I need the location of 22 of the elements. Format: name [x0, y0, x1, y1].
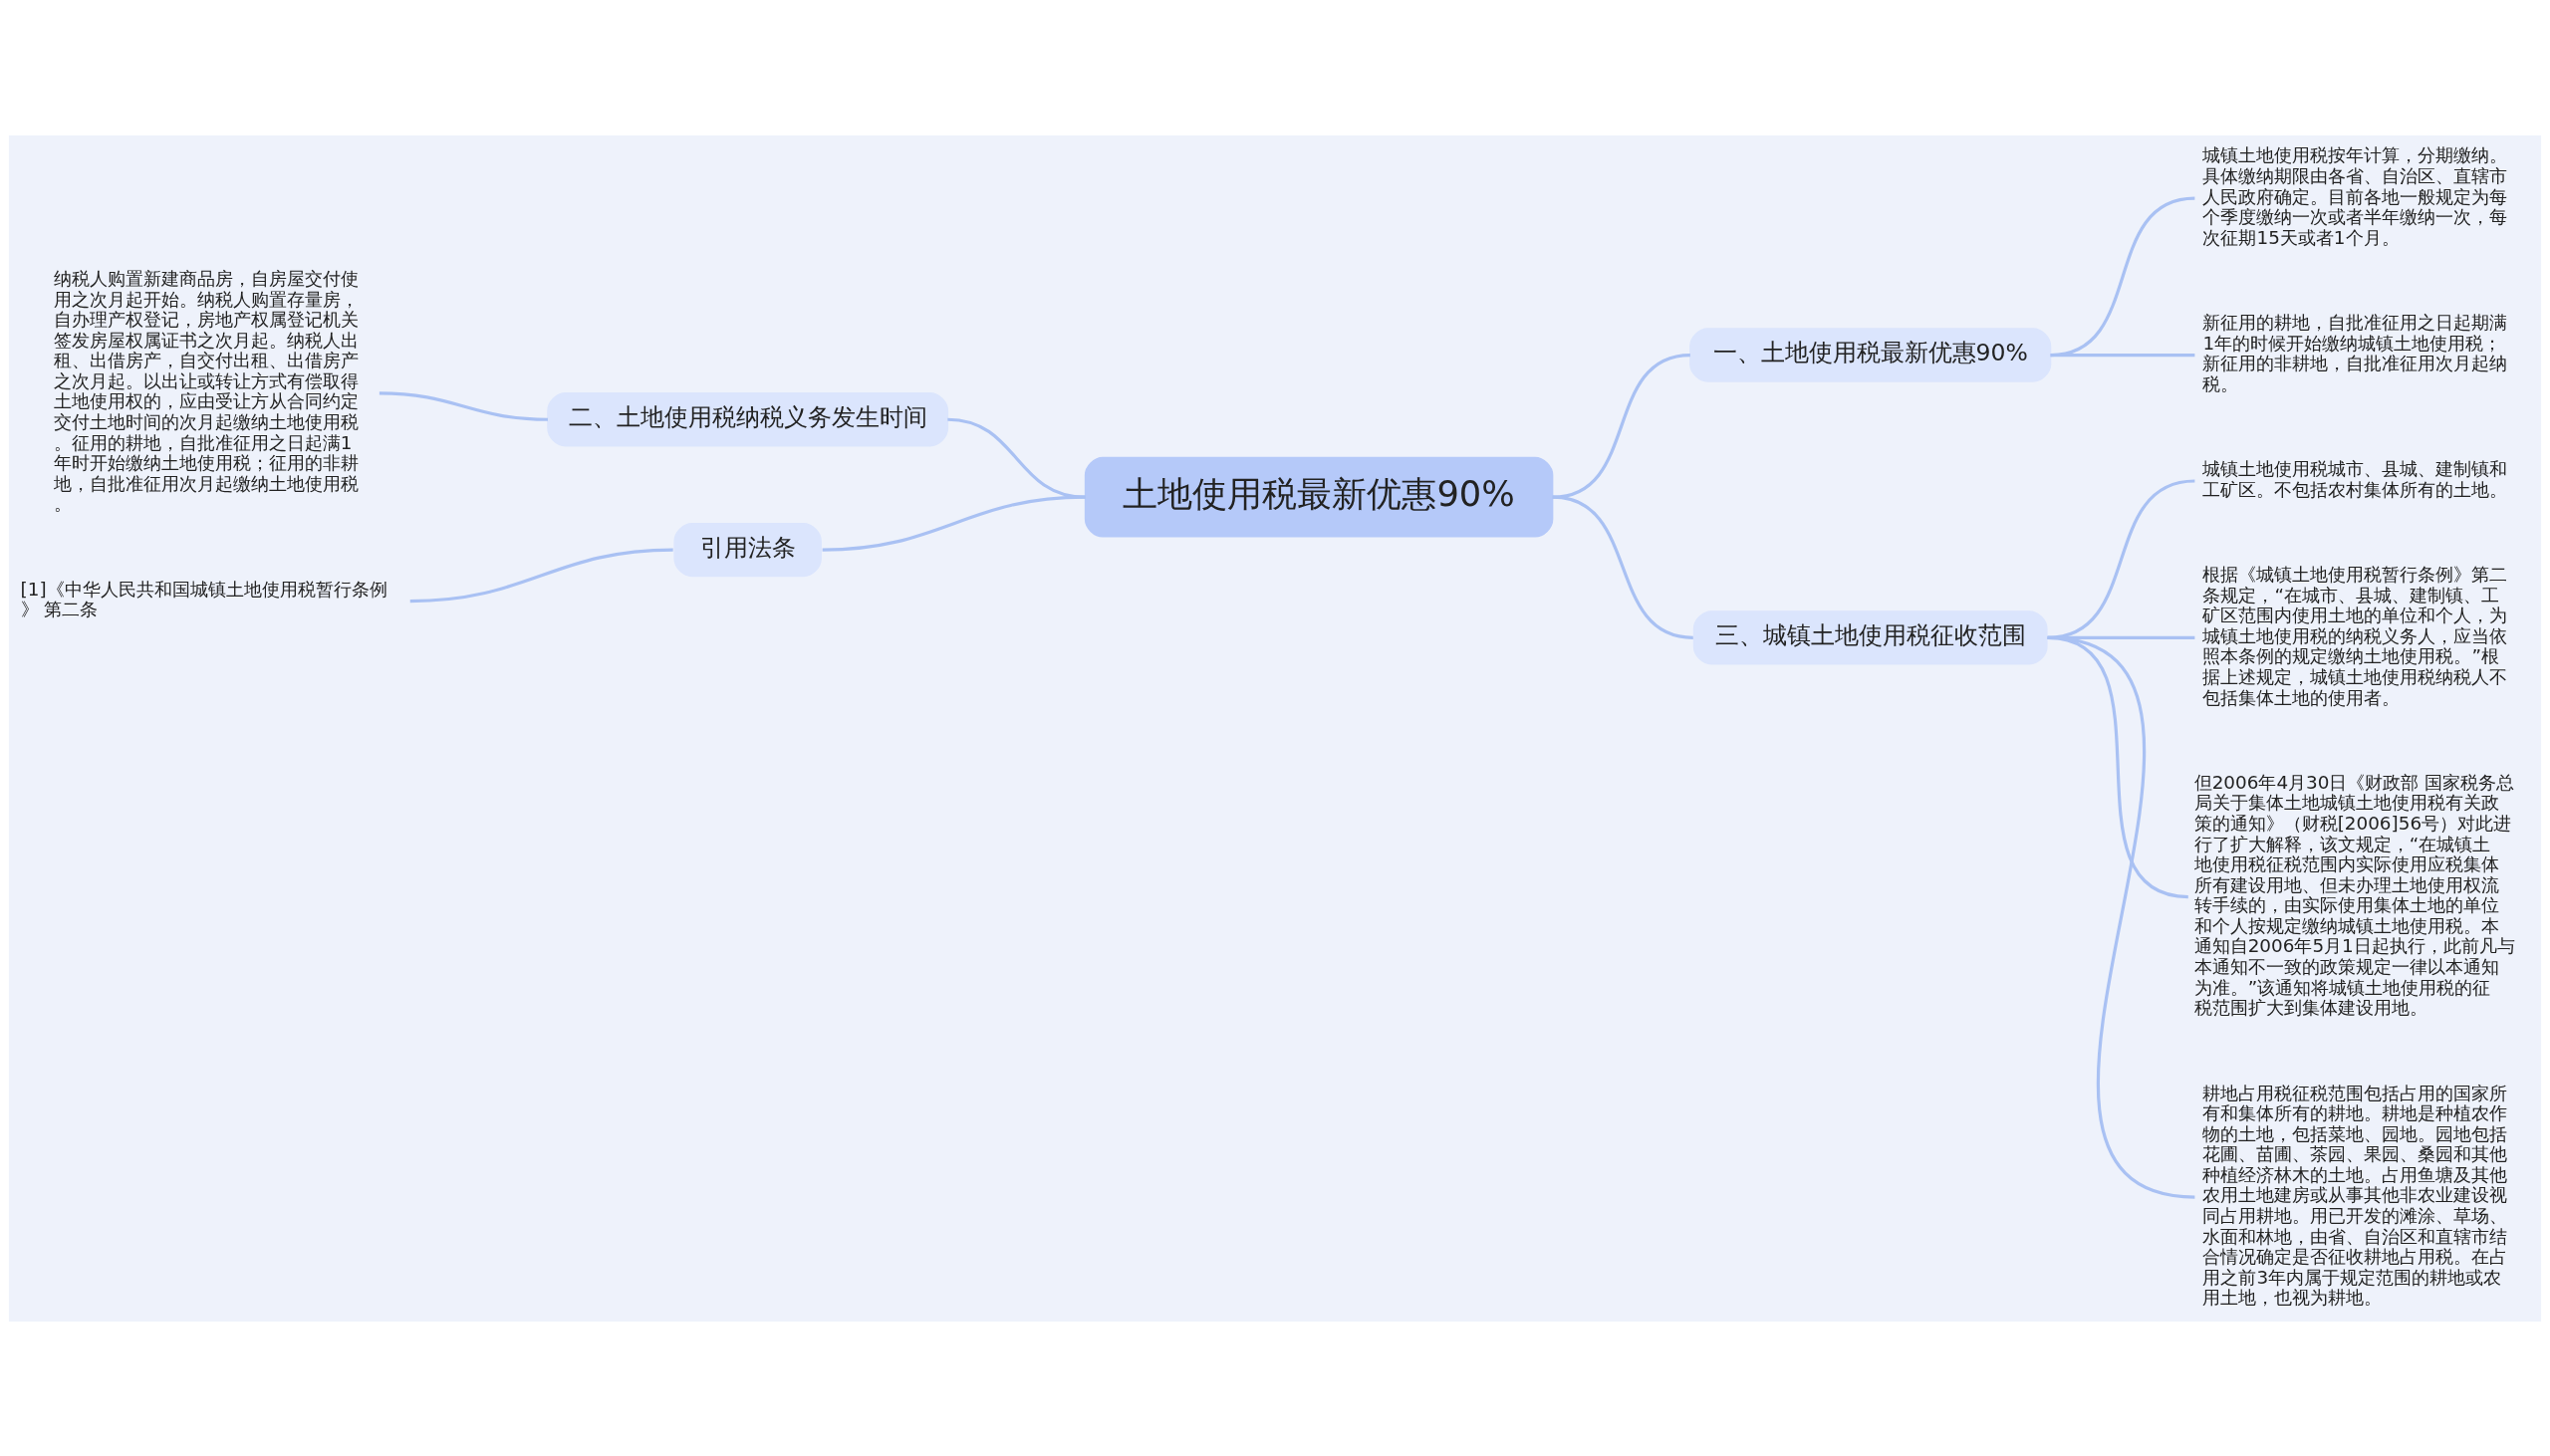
connector — [822, 495, 1086, 552]
connector — [2050, 196, 2195, 357]
node-text: 城镇土地使用税城市、县城、建制镇和工矿区。不包括农村集体所有的土地。 — [2202, 457, 2508, 500]
node-text: 耕地占用税征税范围包括占用的国家所有和集体所有的耕地。耕地是种植农作物的土地，包括菜地、园地。园地包括花圃、苗圃、茶园、果园、桑园和其他种植经济林木的土地。占用鱼塘及其他农用土地建房或从事其他非农业建设视同占用耕地。用已开发的滩涂、草场、水面和林地，由省、自治区和直辖市结合情况确定是否征收耕地占用税。在占用之前3年内属于规定范围的耕地或农用土地，也视为耕地。 — [2202, 1082, 2508, 1308]
node-text: [1]《中华人民共和国城镇土地使用税暂行条例》 第二条 — [20, 578, 387, 619]
connector — [379, 390, 548, 421]
node-box: 一、土地使用税最新优惠90% — [1689, 327, 2052, 382]
node-box: 土地使用税最新优惠90% — [1084, 456, 1554, 538]
node-box: 三、城镇土地使用税征收范围 — [1692, 609, 2048, 665]
connector — [1552, 353, 1691, 499]
node-text: 新征用的耕地，自批准征用之日起期满1年的时候开始缴纳城镇土地使用税；新征用的非耕地，自批准征用次月起纳税。 — [2202, 311, 2508, 394]
node-text: 根据《城镇土地使用税暂行条例》第二条规定，“在城市、县城、建制镇、工矿区范围内使用土地的单位和个人，为城镇土地使用税的纳税义务人，应当依照本条例的规定缴纳土地使用税。”根据上述规定，城镇土地使用税纳税人不包括集体土地的使用者。 — [2202, 563, 2508, 707]
node-box: 二、土地使用税纳税义务发生时间 — [547, 391, 949, 446]
connector — [2047, 635, 2195, 1199]
node-text: 但2006年4月30日《财政部 国家税务总局关于集体土地城镇土地使用税有关政策的通知》（财税[2006]56号）对此进行了扩大解释，该文规定，“在城镇土地使用税征税范围内实际使用应税集体所有建设用地、但未办理土地使用权流转手续的，由实际使用集体土地的单位和个人按规定缴纳城镇土地使用税。本通知自2006年5月1日起执行，此前凡与本通知不一致的政策规定一律以本通知为准。”该通知将城镇土地使用税的征税范围扩大到集体建设用地。 — [2193, 771, 2515, 1018]
node-box: 引用法条 — [673, 522, 822, 577]
node-text: 城镇土地使用税按年计算，分期缴纳。具体缴纳期限由各省、自治区、直辖市人民政府确定。目前各地一般规定为每个季度缴纳一次或者半年缴纳一次，每次征期15天或者1个月。 — [2202, 143, 2508, 248]
node-text: 纳税人购置新建商品房，自房屋交付使用之次月起开始。纳税人购置存量房，自办理产权登记，房地产权属登记机关签发房屋权属证书之次月起。纳税人出租、出借房产，自交付出租、出借房产之次月起。以出让或转让方式有偿取得土地使用权的，应由受让方从合同约定交付土地时间的次月起缴纳土地使用税。征用的耕地，自批准征用之日起满1年时开始缴纳土地使用税；征用的非耕地，自批准征用次月起缴纳土地使用税。 — [53, 267, 359, 514]
connector — [2050, 353, 2195, 357]
connector — [947, 417, 1086, 499]
connector — [409, 548, 673, 603]
connector — [1552, 495, 1693, 639]
